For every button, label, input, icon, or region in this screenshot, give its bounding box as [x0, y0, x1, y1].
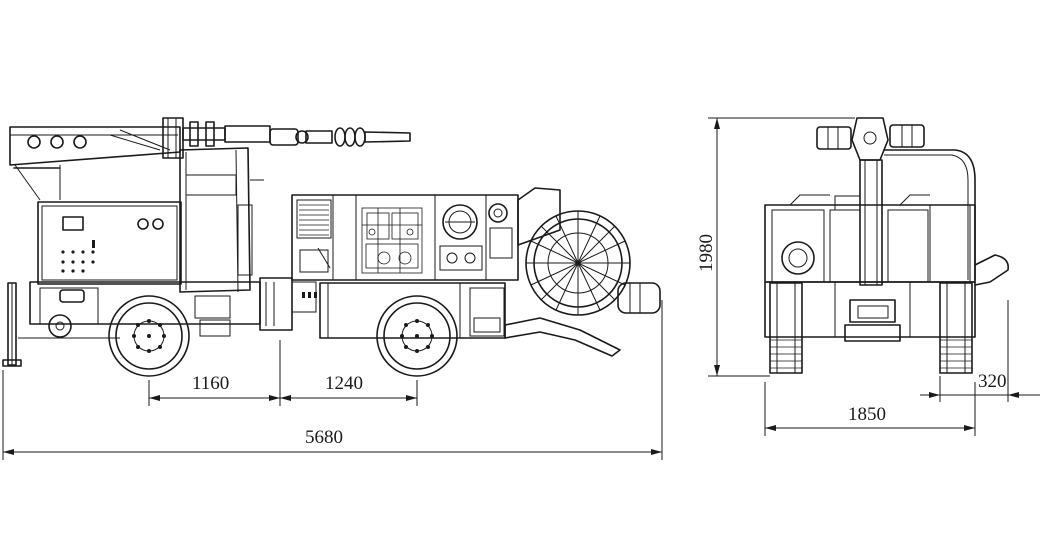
dim-label-320: 320 [978, 371, 1007, 392]
cabin-column [179, 147, 264, 293]
dimension-lines [2, 117, 1040, 460]
boom-head [816, 117, 925, 286]
right-wheel-stack [939, 282, 973, 374]
left-wheel-stack [769, 282, 803, 374]
front-chassis-lower [764, 281, 976, 342]
rear-chassis [319, 282, 506, 339]
rear-wheel [376, 295, 458, 377]
front-chassis [2, 281, 261, 367]
front-view [764, 117, 1010, 374]
dim-label-1980: 1980 [696, 234, 717, 272]
dim-label-1850: 1850 [848, 404, 886, 425]
dim-label-1240: 1240 [325, 373, 363, 394]
engine-compartment [291, 194, 519, 281]
boom-arm [9, 117, 411, 201]
rail-frame [883, 149, 976, 281]
front-wheel [108, 295, 190, 377]
dim-label-5680: 5680 [305, 427, 343, 448]
front-body [764, 194, 976, 283]
hose-reel [504, 187, 661, 357]
frame-connector [259, 277, 317, 331]
side-outlet [974, 254, 1010, 286]
dim-label-1160: 1160 [192, 373, 229, 394]
side-view [2, 117, 661, 377]
electric-cabinet [37, 201, 182, 285]
